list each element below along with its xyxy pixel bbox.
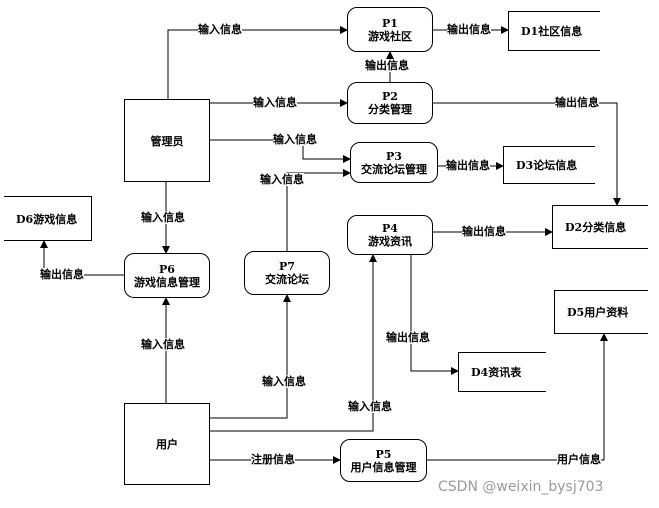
process-p4-name: 游戏资讯: [368, 235, 412, 248]
flow-label-admin-p6: 输入信息: [141, 211, 185, 224]
entity-admin-label: 管理员: [150, 134, 184, 148]
process-p6: P6 游戏信息管理: [124, 253, 210, 298]
flow-label-p2-d2: 输出信息: [555, 96, 599, 109]
entity-user-label: 用户: [156, 438, 178, 451]
entity-user: 用户: [124, 403, 210, 485]
process-p2: P2 分类管理: [347, 82, 433, 124]
flow-label-p5-d5: 用户信息: [557, 453, 601, 466]
flow-label-user-p4: 输入信息: [348, 400, 392, 413]
process-p5-name: 用户信息管理: [350, 460, 417, 474]
flow-p4-d4: [410, 253, 459, 375]
flow-label-p6-d6: 输出信息: [40, 268, 84, 281]
store-d1: D1社区信息: [508, 11, 600, 51]
flow-admin-p3: [210, 139, 351, 163]
flow-label-p4-d2: 输出信息: [462, 225, 506, 238]
process-p7: P7 交流论坛: [244, 251, 330, 295]
flow-label-admin-p3: 输入信息: [273, 133, 317, 146]
process-p3: P3 交流论坛管理: [350, 142, 438, 183]
store-d5-label: D5用户资料: [567, 306, 629, 319]
store-d6: D6游戏信息: [4, 196, 92, 241]
process-p1-id: P1: [382, 16, 398, 30]
flow-label-p1-d1: 输出信息: [447, 23, 491, 36]
flow-label-p7-p3: 输入信息: [260, 173, 304, 186]
flow-label-p2-p1: 输出信息: [365, 59, 409, 72]
flow-label-user-p6: 输入信息: [141, 338, 185, 351]
process-p2-id: P2: [382, 90, 398, 103]
flow-label-p4-d4: 输出信息: [386, 331, 430, 344]
flow-user-p4: [210, 254, 377, 432]
process-p4-id: P4: [382, 222, 398, 235]
process-p2-name: 分类管理: [368, 103, 412, 116]
store-d1-label: D1社区信息: [521, 25, 583, 38]
store-d2-label: D2分类信息: [565, 221, 627, 234]
process-p6-id: P6: [159, 262, 175, 276]
flow-label-p3-d3: 输出信息: [446, 159, 490, 172]
store-d3-label: D3论坛信息: [516, 159, 578, 172]
flow-p2-d2: [433, 102, 621, 206]
flow-admin-p1: [167, 26, 348, 99]
process-p5-id: P5: [375, 447, 392, 461]
flow-label-user-p5: 注册信息: [251, 453, 295, 466]
watermark: CSDN @weixin_bysj703: [438, 479, 604, 495]
process-p4: P4 游戏资讯: [347, 215, 433, 255]
store-d3: D3论坛信息: [503, 146, 595, 184]
store-d5: D5用户资料: [554, 290, 648, 334]
store-d2: D2分类信息: [552, 205, 648, 249]
process-p7-name: 交流论坛: [265, 273, 309, 286]
process-p3-id: P3: [386, 149, 402, 163]
process-p3-name: 交流论坛管理: [361, 162, 427, 176]
flow-label-admin-p1: 输入信息: [198, 23, 242, 36]
process-p1-name: 游戏社区: [368, 29, 412, 43]
process-p6-name: 游戏信息管理: [134, 275, 200, 289]
flow-user-p7: [210, 294, 291, 419]
store-d4: D4资讯表: [458, 352, 546, 392]
entity-admin: 管理员: [124, 99, 210, 182]
process-p7-id: P7: [279, 260, 295, 273]
flow-p5-d5: [427, 333, 608, 461]
flow-label-user-p7: 输入信息: [262, 375, 306, 388]
flow-label-admin-p2: 输入信息: [253, 96, 297, 109]
process-p1: P1 游戏社区: [347, 7, 433, 52]
store-d6-label: D6游戏信息: [16, 212, 78, 226]
store-d4-label: D4资讯表: [471, 366, 522, 379]
process-p5: P5 用户信息管理: [340, 439, 427, 482]
